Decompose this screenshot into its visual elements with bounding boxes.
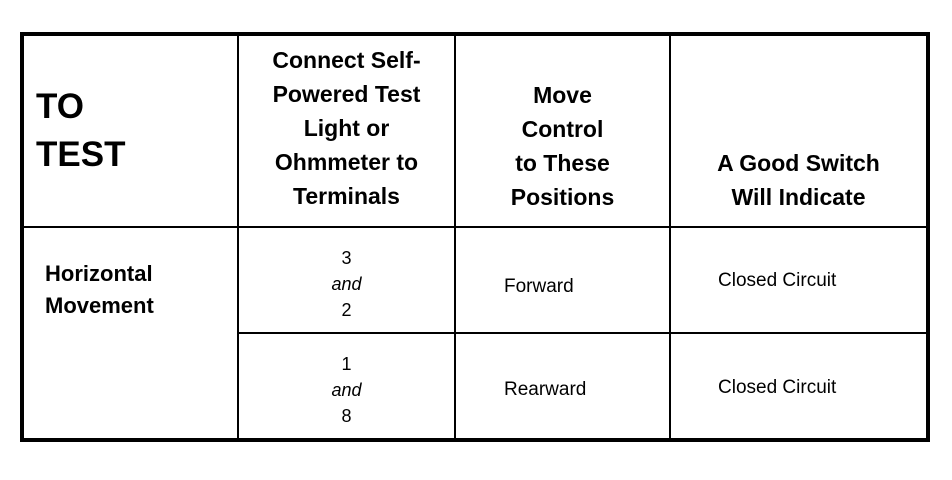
row-2-indication-text: Closed Circuit — [718, 377, 837, 398]
row-1-position-text: Forward — [504, 276, 574, 297]
column-divider-3 — [669, 36, 671, 438]
header-good-line-2: Will Indicate — [731, 184, 866, 210]
test-item-label: Horizontal Movement — [24, 228, 237, 438]
header-connect-line-2: Powered Test — [272, 81, 421, 107]
row-2-position-text: Rearward — [504, 379, 587, 400]
row-1-position: Forward — [504, 272, 664, 302]
header-to-test: TO TEST — [24, 36, 237, 226]
test-item-line-1: Horizontal — [45, 261, 153, 286]
row-2-position: Rearward — [504, 375, 664, 405]
row-1-terminals: 3 and 2 — [239, 236, 454, 332]
row-2-terminals: 1 and 8 — [239, 342, 454, 438]
header-divider — [24, 226, 926, 228]
column-divider-2 — [454, 36, 456, 438]
row-2-indication: Closed Circuit — [718, 373, 918, 403]
row-divider — [239, 332, 926, 334]
test-item-line-2: Movement — [45, 293, 154, 318]
header-move-line-4: Positions — [510, 184, 615, 210]
switch-test-table: TO TEST Connect Self- Powered Test Light… — [20, 32, 930, 442]
row-2-terminal-and: and — [331, 380, 362, 400]
row-1-terminal-b: 2 — [341, 300, 352, 320]
row-1-indication-text: Closed Circuit — [718, 270, 837, 291]
header-good-line-1: A Good Switch — [717, 150, 880, 176]
header-to-test-line-2: TEST — [36, 135, 126, 174]
header-move-control: Move Control to These Positions — [456, 76, 669, 216]
header-connect-line-1: Connect Self- — [272, 47, 421, 73]
row-1-indication: Closed Circuit — [718, 266, 918, 296]
header-move-line-2: Control — [521, 116, 604, 142]
row-1-terminal-and: and — [331, 274, 362, 294]
row-2-terminal-a: 1 — [341, 354, 352, 374]
header-connect-line-5: Terminals — [293, 183, 400, 209]
header-good-switch: A Good Switch Will Indicate — [671, 144, 926, 216]
header-move-line-1: Move — [533, 82, 592, 108]
row-1-terminal-a: 3 — [341, 248, 352, 268]
header-to-test-line-1: TO — [36, 87, 84, 126]
row-2-terminal-b: 8 — [341, 406, 352, 426]
column-divider-1 — [237, 36, 239, 438]
header-connect-terminals: Connect Self- Powered Test Light or Ohmm… — [239, 42, 454, 214]
header-move-line-3: to These — [515, 150, 610, 176]
header-connect-line-3: Light or — [303, 115, 390, 141]
header-connect-line-4: Ohmmeter to — [274, 149, 419, 175]
